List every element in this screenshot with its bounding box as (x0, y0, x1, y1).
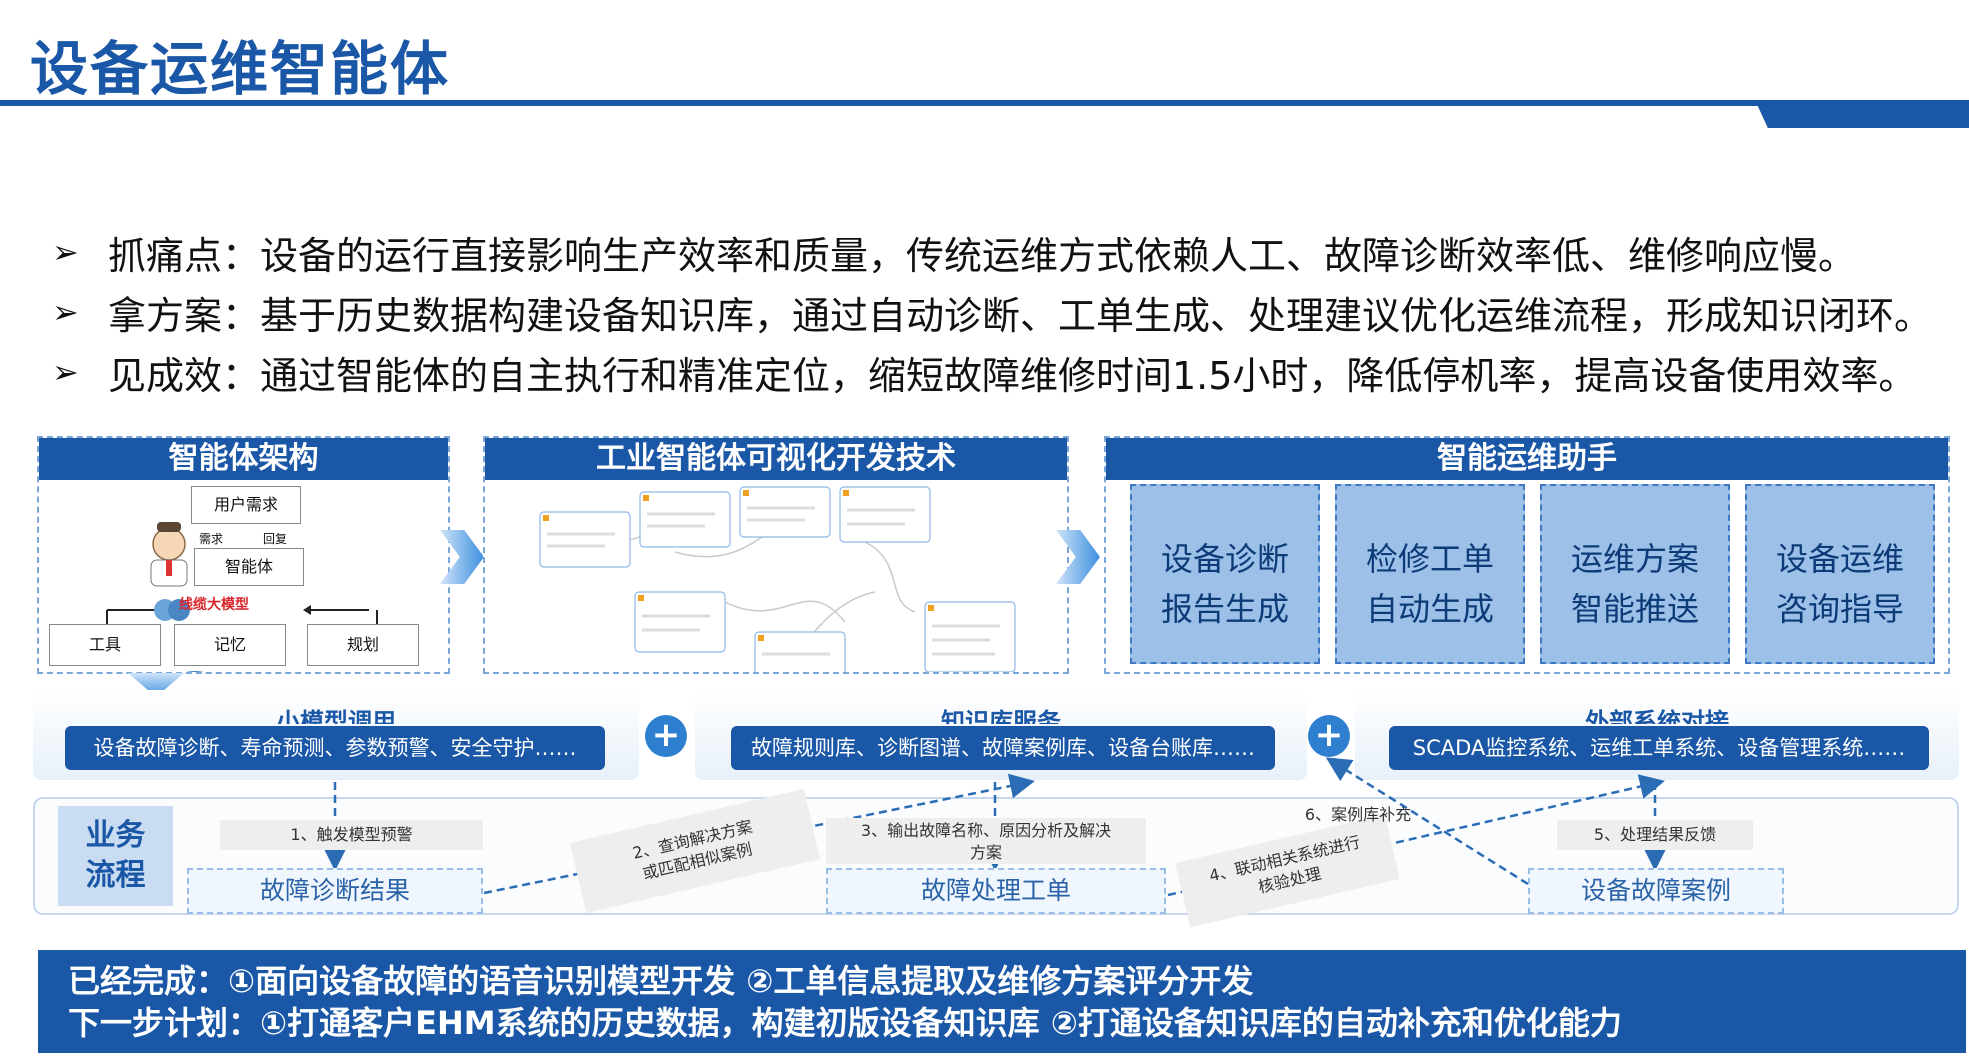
bullet-pain-point: ➢ 抓痛点：设备的运行直接影响生产效率和质量，传统运维方式依赖人工、故障诊断效率… (52, 222, 1952, 282)
need-label: 需求 (199, 532, 224, 546)
feature-line: 检修工单 (1365, 540, 1494, 578)
flow-node-fault-case: 设备故障案例 (1528, 868, 1784, 914)
service-content: SCADA监控系统、运维工单系统、设备管理系统…… (1389, 726, 1929, 770)
visual-dev-panel-title: 工业智能体可视化开发技术 (485, 438, 1067, 480)
feature-line: 自动生成 (1365, 590, 1494, 628)
knowledge-base-service: 知识库服务 故障规则库、诊断图谱、故障案例库、设备台账库…… (695, 690, 1307, 780)
feature-diagnosis-report: 设备诊断 报告生成 (1130, 484, 1320, 664)
feature-line: 设备运维 (1775, 540, 1904, 578)
feature-line: 报告生成 (1160, 590, 1289, 628)
bullet-text: 抓痛点：设备的运行直接影响生产效率和质量，传统运维方式依赖人工、故障诊断效率低、… (108, 233, 1857, 278)
bullet-solution: ➢ 拿方案：基于历史数据构建设备知识库，通过自动诊断、工单生成、处理建议优化运维… (52, 282, 1952, 342)
workflow-canvas-illustration (539, 486, 1016, 672)
service-content: 故障规则库、诊断图谱、故障案例库、设备台账库…… (731, 726, 1275, 770)
user-need-box: 用户需求 (191, 486, 301, 524)
step-1-label: 1、触发模型预警 (220, 820, 483, 850)
external-system-service: 外部系统对接 SCADA监控系统、运维工单系统、设备管理系统…… (1355, 690, 1959, 780)
agent-box: 智能体 (194, 548, 304, 586)
service-title: 外部系统对接 (1585, 708, 1729, 724)
arrow-bullet-icon: ➢ (52, 233, 79, 271)
visual-dev-panel: 工业智能体可视化开发技术 (483, 436, 1069, 674)
memory-box: 记忆 (174, 624, 286, 666)
architecture-panel-title: 智能体架构 (39, 438, 448, 480)
step-3-label: 3、输出故障名称、原因分析及解决 方案 (826, 818, 1146, 864)
small-model-service: 小模型调用 设备故障诊断、寿命预测、参数预警、安全守护…… (33, 690, 639, 780)
reply-label: 回复 (263, 532, 288, 546)
feature-consulting: 设备运维 咨询指导 (1745, 484, 1935, 664)
feature-plan-push: 运维方案 智能推送 (1540, 484, 1730, 664)
page-title: 设备运维智能体 (30, 35, 451, 103)
neural-agent-icon (154, 599, 190, 621)
architecture-panel: 智能体架构 (37, 436, 450, 674)
plus-icon: + (645, 715, 687, 757)
feature-line: 设备诊断 (1160, 540, 1289, 578)
feature-line: 咨询指导 (1775, 590, 1904, 628)
bullet-text: 拿方案：基于历史数据构建设备知识库，通过自动诊断、工单生成、处理建议优化运维流程… (108, 293, 1933, 338)
bullet-result: ➢ 见成效：通过智能体的自主执行和精准定位，缩短故障维修时间1.5小时，降低停机… (52, 342, 1952, 402)
business-flow-label: 业务 流程 (58, 806, 173, 906)
planning-box: 规划 (307, 624, 419, 666)
service-title: 知识库服务 (941, 708, 1061, 724)
progress-footer: 已经完成：①面向设备故障的语音识别模型开发 ②工单信息提取及维修方案评分开发 下… (38, 950, 1966, 1053)
bullet-text: 见成效：通过智能体的自主执行和精准定位，缩短故障维修时间1.5小时，降低停机率，… (108, 353, 1917, 398)
feature-line: 智能推送 (1570, 590, 1699, 628)
next-plan: 下一步计划：①打通客户EHM系统的历史数据，构建初版设备知识库 ②打通设备知识库… (68, 1004, 1622, 1042)
flow-node-diagnosis-result: 故障诊断结果 (187, 868, 483, 914)
engineer-avatar-icon (150, 522, 188, 587)
title-underline (0, 100, 1969, 106)
bullet-list: ➢ 抓痛点：设备的运行直接影响生产效率和质量，传统运维方式依赖人工、故障诊断效率… (52, 222, 1952, 402)
service-content: 设备故障诊断、寿命预测、参数预警、安全守护…… (65, 726, 605, 770)
database-icon (186, 671, 204, 672)
plus-icon: + (1308, 715, 1350, 757)
tools-box: 工具 (49, 624, 161, 666)
service-title: 小模型调用 (276, 708, 396, 724)
feature-line: 运维方案 (1570, 540, 1699, 578)
title-corner-tab (1755, 100, 1969, 128)
feature-work-order: 检修工单 自动生成 (1335, 484, 1525, 664)
completed-work: 已经完成：①面向设备故障的语音识别模型开发 ②工单信息提取及维修方案评分开发 (68, 962, 1254, 1000)
arrow-bullet-icon: ➢ (52, 293, 79, 331)
arrow-bullet-icon: ➢ (52, 353, 79, 391)
step-5-label: 5、处理结果反馈 (1557, 820, 1753, 850)
flow-node-work-order: 故障处理工单 (826, 868, 1166, 914)
assistant-panel-title: 智能运维助手 (1106, 438, 1948, 480)
step-6-label: 6、案例库补充 (1304, 805, 1412, 824)
model-label: 线缆大模型 (179, 597, 249, 613)
